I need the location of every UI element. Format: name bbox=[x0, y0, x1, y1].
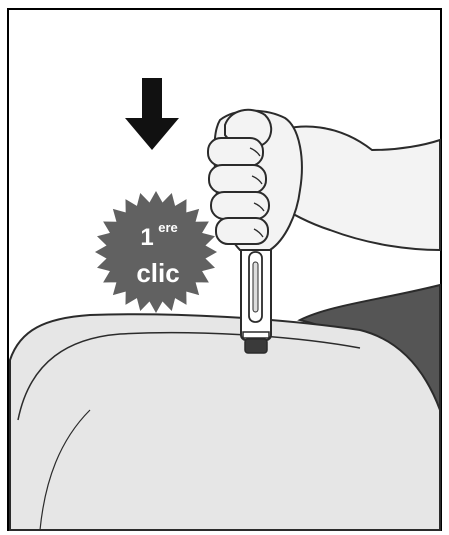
finger-4 bbox=[216, 218, 268, 244]
badge-superscript: ere bbox=[158, 220, 178, 235]
badge-word: clic bbox=[136, 258, 179, 288]
pen-ring bbox=[243, 332, 269, 338]
finger-1 bbox=[208, 138, 263, 166]
thigh bbox=[10, 314, 440, 530]
badge-number: 1 bbox=[140, 224, 153, 251]
starburst-badge bbox=[96, 192, 216, 312]
pen-window-inner bbox=[253, 262, 258, 312]
finger-3 bbox=[211, 192, 269, 219]
pen-needle-end bbox=[245, 339, 267, 353]
